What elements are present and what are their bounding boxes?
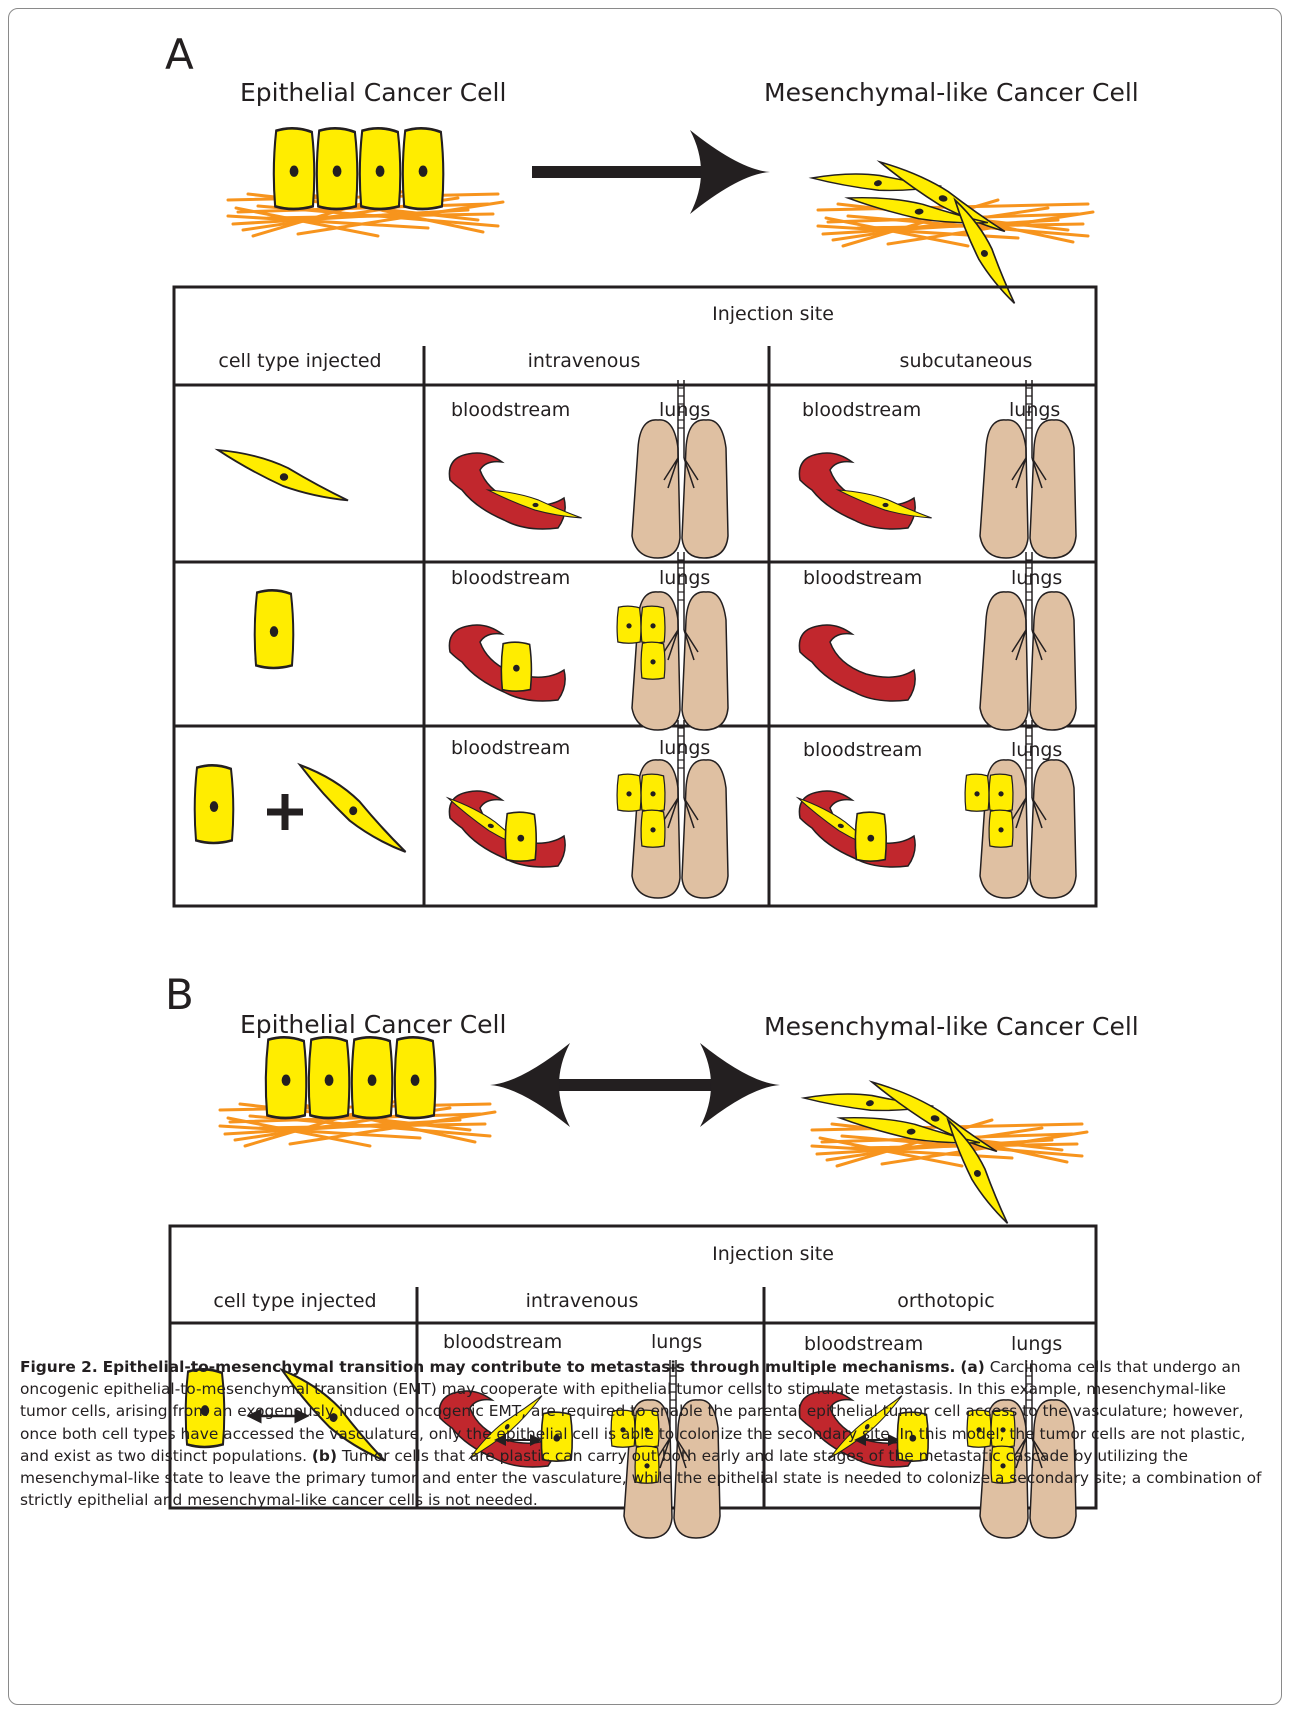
a-row2-iv-bloodstream-label: bloodstream xyxy=(451,567,570,589)
panel-a-col-subcutaneous: subcutaneous xyxy=(900,350,1033,372)
a-row3-sc-vessel xyxy=(790,791,915,867)
a-row1-iv-vessel xyxy=(449,453,581,529)
a-row1-sc-vessel xyxy=(799,453,931,529)
a-row2-sc-bloodstream-label: bloodstream xyxy=(803,567,922,589)
a-row1-iv-bloodstream-label: bloodstream xyxy=(451,399,570,421)
panel-b-col-intravenous: intravenous xyxy=(526,1290,639,1312)
panel-a-col-cell-type: cell type injected xyxy=(218,350,381,372)
a-row2-injected-epithelial xyxy=(255,590,294,668)
caption-b-label: (b) xyxy=(312,1447,337,1465)
panel-b-epithelial-sheet xyxy=(220,1037,495,1146)
b-iv-lungs-label: lungs xyxy=(651,1331,702,1353)
panel-b-col-orthotopic: orthotopic xyxy=(897,1290,994,1312)
a-row3-iv-vessel xyxy=(440,791,565,867)
panel-a-mesenchymal-cluster xyxy=(812,148,1093,303)
panel-a-transition-arrow xyxy=(532,130,770,214)
panel-a-table xyxy=(174,287,1096,906)
panel-b-letter: B xyxy=(165,970,194,1019)
panel-b-epithelial-title: Epithelial Cancer Cell xyxy=(240,1010,506,1039)
a-row1-sc-bloodstream-label: bloodstream xyxy=(802,399,921,421)
b-ortho-lungs-label: lungs xyxy=(1011,1333,1062,1355)
panel-a-epithelial-sheet xyxy=(228,128,503,236)
caption-title: Epithelial-to-mesenchymal transition may… xyxy=(103,1358,956,1376)
a-row1-iv-lungs-label: lungs xyxy=(659,399,710,421)
a-row3-iv-bloodstream-label: bloodstream xyxy=(451,737,570,759)
panel-a-col-intravenous: intravenous xyxy=(528,350,641,372)
a-row3-injected-mix xyxy=(195,765,420,852)
a-row2-iv-vessel xyxy=(449,625,565,701)
a-row3-sc-lungs-label: lungs xyxy=(1011,739,1062,761)
a-row3-iv-lungs-label: lungs xyxy=(659,737,710,759)
caption-figure-label: Figure 2. xyxy=(20,1358,98,1376)
panel-b-bidirectional-arrow xyxy=(490,1043,780,1127)
panel-a-letter: A xyxy=(165,30,194,79)
caption-a-label: (a) xyxy=(960,1358,984,1376)
a-row2-iv-lungs-label: lungs xyxy=(659,567,710,589)
panel-a-injection-site-header: Injection site xyxy=(712,303,834,325)
figure-caption: Figure 2. Epithelial-to-mesenchymal tran… xyxy=(20,1356,1270,1511)
panel-b-injection-site-header: Injection site xyxy=(712,1243,834,1265)
b-iv-bloodstream-label: bloodstream xyxy=(443,1331,562,1353)
panel-b-mesenchymal-title: Mesenchymal-like Cancer Cell xyxy=(764,1012,1139,1041)
a-row1-sc-lungs-label: lungs xyxy=(1009,399,1060,421)
a-row2-sc-vessel xyxy=(799,625,915,701)
panel-a-mesenchymal-title: Mesenchymal-like Cancer Cell xyxy=(764,78,1139,107)
panel-a-epithelial-title: Epithelial Cancer Cell xyxy=(240,78,506,107)
panel-b-col-cell-type: cell type injected xyxy=(213,1290,376,1312)
a-row3-sc-bloodstream-label: bloodstream xyxy=(803,739,922,761)
a-row1-injected-mesenchymal xyxy=(218,450,348,500)
panel-b-mesenchymal-cluster xyxy=(804,1068,1087,1223)
b-ortho-bloodstream-label: bloodstream xyxy=(804,1333,923,1355)
a-row2-sc-lungs-label: lungs xyxy=(1011,567,1062,589)
